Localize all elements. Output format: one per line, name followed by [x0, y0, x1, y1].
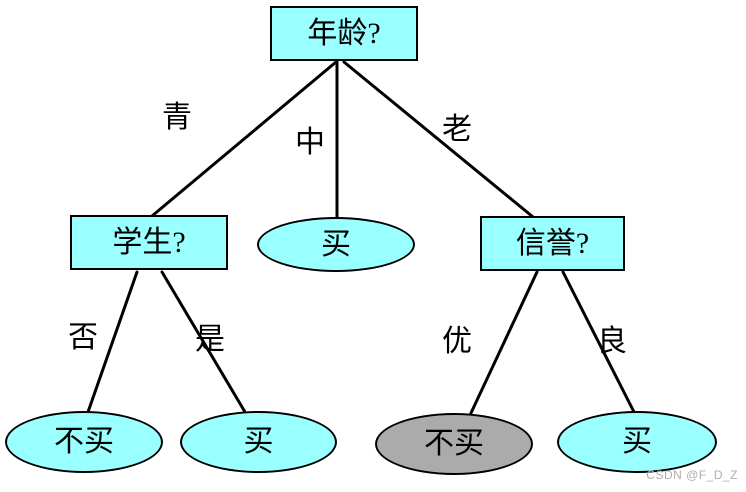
node-age-label: 年龄? [307, 16, 381, 50]
leaf-nobuy-student: 不买 [5, 411, 163, 473]
leaf-buy-middle: 买 [257, 217, 415, 272]
edge-label-old: 老 [442, 113, 472, 146]
edge-student-buy [160, 270, 247, 414]
node-student-label: 学生? [112, 225, 186, 259]
node-student: 学生? [70, 215, 228, 270]
node-credit: 信誉? [480, 216, 625, 271]
leaf-nobuy-student-label: 不买 [54, 425, 114, 458]
leaf-buy-credit-label: 买 [622, 425, 652, 458]
edge-age-student [150, 60, 338, 218]
leaf-buy-student-label: 买 [243, 425, 274, 458]
leaf-nobuy-credit: 不买 [375, 413, 533, 475]
edge-label-good: 良 [597, 325, 627, 358]
edge-credit-nobuy [469, 270, 539, 415]
edge-label-no: 否 [68, 321, 98, 354]
node-age: 年龄? [270, 6, 418, 61]
edge-student-nobuy [86, 270, 139, 414]
edge-credit-buy [561, 270, 636, 414]
edge-label-yes: 是 [195, 323, 225, 356]
edge-label-young: 青 [162, 101, 192, 134]
node-credit-label: 信誉? [515, 226, 590, 260]
leaf-buy-student: 买 [180, 411, 337, 473]
edge-label-middle: 中 [295, 126, 325, 159]
leaf-buy-middle-label: 买 [321, 227, 351, 261]
watermark: CSDN @F_D_Z [646, 468, 738, 482]
edge-age-credit [342, 60, 535, 219]
edge-label-excellent: 优 [442, 325, 472, 358]
leaf-nobuy-credit-label: 不买 [424, 427, 484, 460]
leaf-buy-credit: 买 [557, 411, 717, 473]
